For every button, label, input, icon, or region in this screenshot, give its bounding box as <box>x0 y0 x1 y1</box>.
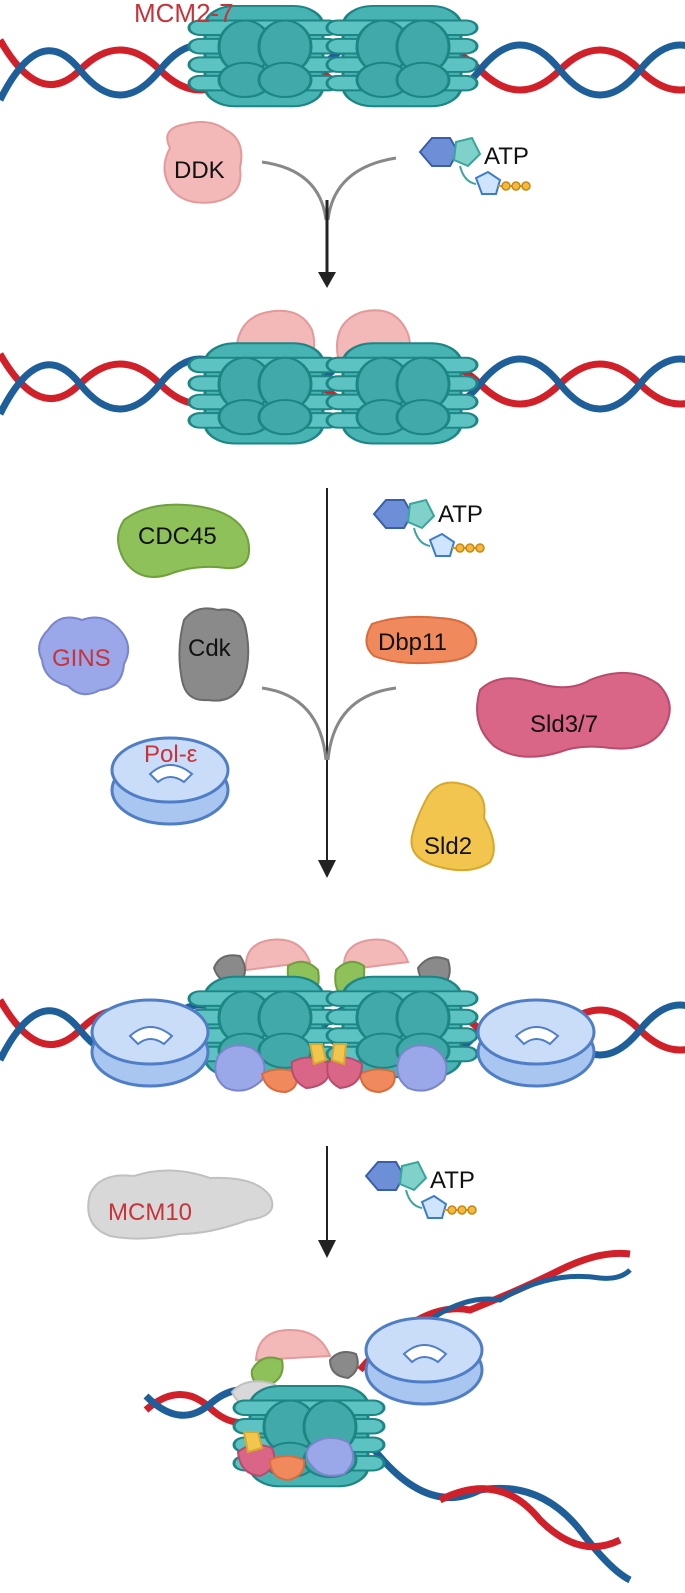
mcm10-protein: MCM10 <box>87 1169 274 1240</box>
ddk-protein: DDK <box>163 121 243 204</box>
cdc45-protein: CDC45 <box>117 503 250 578</box>
stage4-pole <box>364 1316 484 1406</box>
sld2-label: Sld2 <box>424 833 472 860</box>
mcm10-label: MCM10 <box>108 1199 192 1226</box>
stage3-pole-right <box>476 998 596 1088</box>
merge-arrow-1 <box>261 156 397 288</box>
sld37-label: Sld3/7 <box>530 711 598 738</box>
stage4-dna <box>143 1249 632 1584</box>
mcm27-label: MCM2-7 <box>134 0 234 28</box>
cdc45-label: CDC45 <box>138 523 217 550</box>
ddk-label: DDK <box>174 157 225 184</box>
atp-label-2: ATP <box>438 501 483 528</box>
gins-protein: GINS <box>38 616 130 696</box>
cdk-protein: Cdk <box>178 607 250 702</box>
dbp11-label: Dbp11 <box>378 629 447 656</box>
pole-protein: Pol-ε <box>110 736 230 826</box>
atp-label-1: ATP <box>484 143 529 170</box>
atp-icon-1: ATP <box>419 137 531 195</box>
cdk-label: Cdk <box>188 635 232 662</box>
arrow-3 <box>318 1146 336 1258</box>
pole-label: Pol-ε <box>144 741 198 768</box>
stage3-pole-left <box>90 998 210 1088</box>
dbp11-protein: Dbp11 <box>365 615 478 665</box>
merge-arrow-2 <box>261 488 397 878</box>
sld37-protein: Sld3/7 <box>476 671 671 758</box>
gins-label: GINS <box>52 645 111 672</box>
atp-label-3: ATP <box>430 1167 475 1194</box>
atp-icon-2: ATP <box>373 499 485 557</box>
stage4-complex <box>230 1328 386 1488</box>
atp-icon-3: ATP <box>365 1161 477 1219</box>
stage3-lower-proteins <box>214 1043 448 1094</box>
sld2-protein: Sld2 <box>410 781 495 872</box>
